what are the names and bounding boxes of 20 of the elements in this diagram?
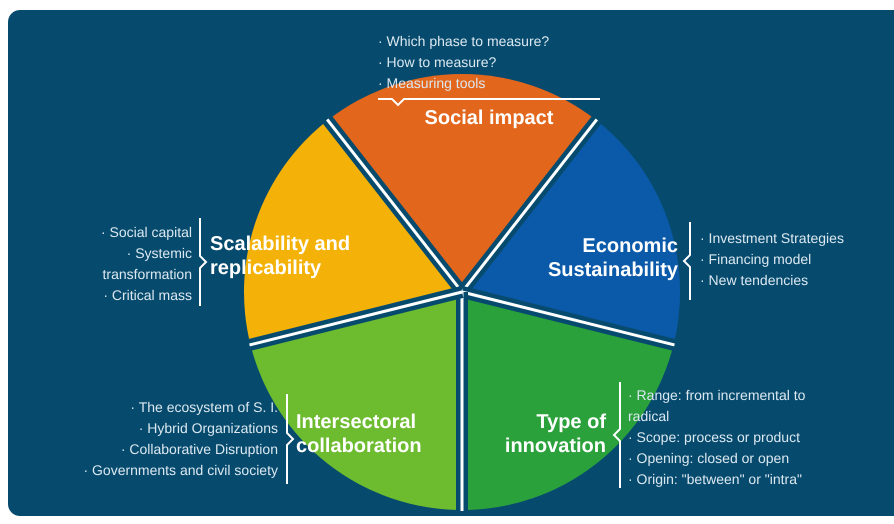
bullet-item: · Which phase to measure?	[378, 32, 550, 51]
bullet-item: · Investment Strategies	[700, 229, 845, 248]
bullet-item: · Scope: process or product	[628, 428, 801, 447]
bullet-item: · How to measure?	[378, 53, 498, 72]
bullet-item: · Governments and civil society	[82, 461, 278, 480]
bullet-item: · Origin: "between" or "intra"	[628, 470, 803, 489]
bullet-item: · Financing model	[700, 250, 812, 269]
bullet-item: · The ecosystem of S. I.	[129, 398, 278, 417]
bullet-item: · Systemic transformation	[102, 244, 192, 284]
bullet-item: · Hybrid Organizations	[138, 419, 278, 438]
segment-title: Economic Sustainability	[510, 234, 678, 282]
bullet-item: · Critical mass	[102, 286, 192, 305]
segment-title: Intersectoral collaboration	[296, 410, 456, 458]
bullet-item: · Opening: closed or open	[628, 449, 790, 468]
bullet-item: · New tendencies	[700, 271, 810, 290]
bullet-item: · Social capital	[100, 223, 192, 242]
bullet-item: · Range: from incremental to radical	[628, 386, 806, 426]
bullet-item: · Collaborative Disruption	[120, 440, 278, 459]
segment-title: Social impact	[378, 106, 600, 130]
segment-title: Type of innovation	[496, 410, 606, 458]
